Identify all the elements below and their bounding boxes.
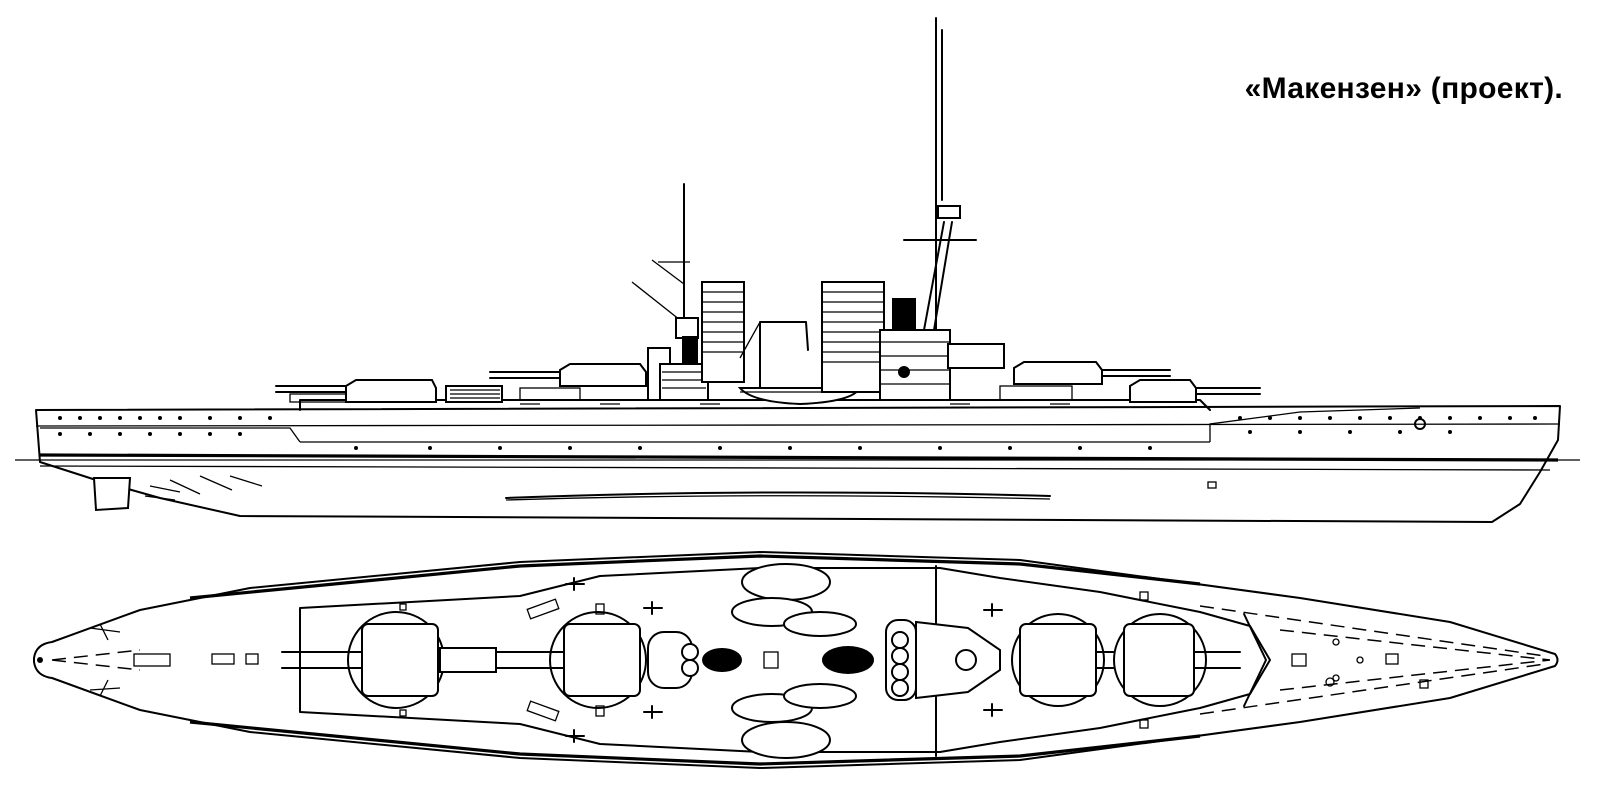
- bilge-keel: [505, 491, 1051, 499]
- propeller-shafts: [144, 475, 263, 501]
- boot-top-stripe: [39, 453, 1559, 462]
- hawse-pipe: [1414, 418, 1426, 430]
- portholes-upper: [58, 416, 1537, 420]
- upper-deck: [299, 399, 1211, 411]
- forward-funnel: [821, 281, 885, 393]
- after-deckhouse: [445, 385, 503, 403]
- funnel-plan-aft: [647, 631, 742, 689]
- turret-x-plan: [281, 611, 445, 709]
- hull-side: [35, 405, 1561, 523]
- forward-turret-a: [1129, 379, 1261, 403]
- rudder: [92, 477, 132, 512]
- portholes-lower: [58, 430, 1452, 450]
- aft-funnel: [701, 281, 745, 383]
- side-profile: [15, 17, 1580, 523]
- aft-deck-dashes: [51, 649, 141, 671]
- boat-crane: [739, 321, 809, 389]
- turret-y-plan: [439, 611, 647, 709]
- forward-turret-b: [999, 361, 1171, 401]
- breakwater: [1243, 613, 1267, 707]
- deck-hatches: [399, 591, 1429, 729]
- deck-outline: [33, 551, 1559, 769]
- secondary-battery-plan: [565, 577, 1003, 743]
- funnel-plan-fore: [822, 619, 1001, 701]
- turret-b-plan: [1011, 613, 1141, 707]
- aft-mast: [631, 183, 709, 401]
- fore-deck-dashes: [1279, 629, 1551, 691]
- aft-turret-y: [489, 363, 647, 401]
- turret-a-plan: [1113, 613, 1241, 707]
- deck-plan: [33, 551, 1559, 769]
- foremast: [879, 17, 1005, 401]
- side-port: [1207, 481, 1217, 489]
- boats-plan: [731, 563, 857, 759]
- superstructure-deck: [299, 567, 1271, 753]
- drawing-title: «Макензен» (проект).: [1244, 72, 1563, 105]
- aft-turret-x: [275, 379, 437, 403]
